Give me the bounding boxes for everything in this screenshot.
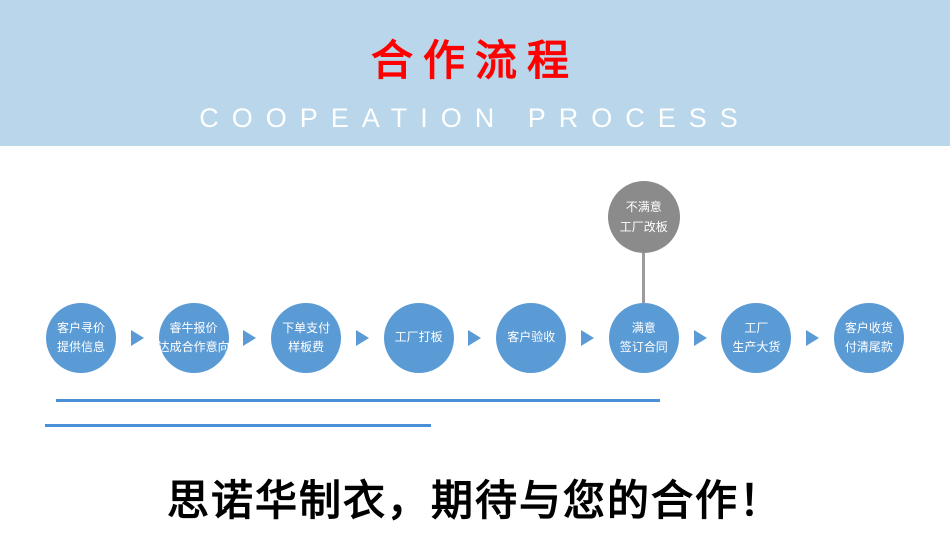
flow-step-label-line1: 客户验收 [507,330,556,345]
flow-step-label-line1: 工厂 [744,320,769,335]
flow-step-label-line1: 睿牛报价 [169,320,218,335]
arrow-right-icon [355,330,369,346]
branch-label-line1: 不满意 [625,199,662,214]
flow-step-4: 工厂打板 [383,303,454,373]
flow-step-circle: 下单支付 样板费 [271,303,342,373]
arrow-right-icon [806,330,820,346]
flow-step-circle: 满意 签订合同 [608,303,679,373]
branch-connector-line [642,253,646,303]
flow-step-label-line2: 提供信息 [56,340,105,354]
branch-label-line2: 工厂改板 [619,220,668,234]
decorative-underline-short [45,424,431,427]
decorative-underline-long [56,399,660,402]
flow-step-label-line1: 下单支付 [282,320,331,335]
flow-step-label-line1: 满意 [631,320,656,335]
banner-subtitle: COOPEATION PROCESS [199,103,751,133]
flow-step-label-line1: 工厂打板 [394,330,443,345]
flow-step-6: 不满意 工厂改板 满意 签订合同 [607,181,680,373]
arrow-right-icon [693,330,707,346]
flow-step-1: 客户寻价 提供信息 [46,303,116,373]
flow-step-label-line1: 客户收货 [844,320,893,335]
flow-step-circle: 工厂打板 [383,303,454,373]
flow-step-3: 下单支付 样板费 [271,303,342,373]
flow-step-2: 睿牛报价 达成合作意向 [157,303,230,373]
flow-step-circle: 客户验收 [496,303,567,373]
flow-step-label-line1: 客户寻价 [56,320,105,335]
flow-step-8: 客户收货 付清尾款 [833,303,904,373]
banner-title: 合作流程 [370,37,579,84]
footer-slogan: 思诺华制衣，期待与您的合作！ [166,477,783,524]
arrow-right-icon [243,330,257,346]
flow-step-label-line2: 生产大货 [732,340,781,354]
arrow-right-icon [581,330,595,346]
flow-step-label-line2: 签订合同 [619,340,668,354]
cooperation-flowchart: 客户寻价 提供信息 睿牛报价 达成合作意向 下单支付 样板费 工厂打板 [0,181,950,373]
arrow-right-icon [130,330,144,346]
flow-step-circle: 睿牛报价 达成合作意向 [157,303,230,373]
flow-step-circle: 客户寻价 提供信息 [46,303,116,373]
flow-step-label-line2: 付清尾款 [844,340,893,354]
branch-circle: 不满意 工厂改板 [607,181,680,253]
flow-step-5: 客户验收 [496,303,567,373]
banner: 合作流程 COOPEATION PROCESS [0,0,950,146]
flow-step-label-line2: 达成合作意向 [157,340,230,354]
flow-step-circle: 工厂 生产大货 [721,303,792,373]
flow-step-label-line2: 样板费 [288,340,325,354]
flow-step-7: 工厂 生产大货 [721,303,792,373]
flow-step-circle: 客户收货 付清尾款 [833,303,904,373]
branch-unsatisfied: 不满意 工厂改板 [607,181,680,303]
arrow-right-icon [468,330,482,346]
